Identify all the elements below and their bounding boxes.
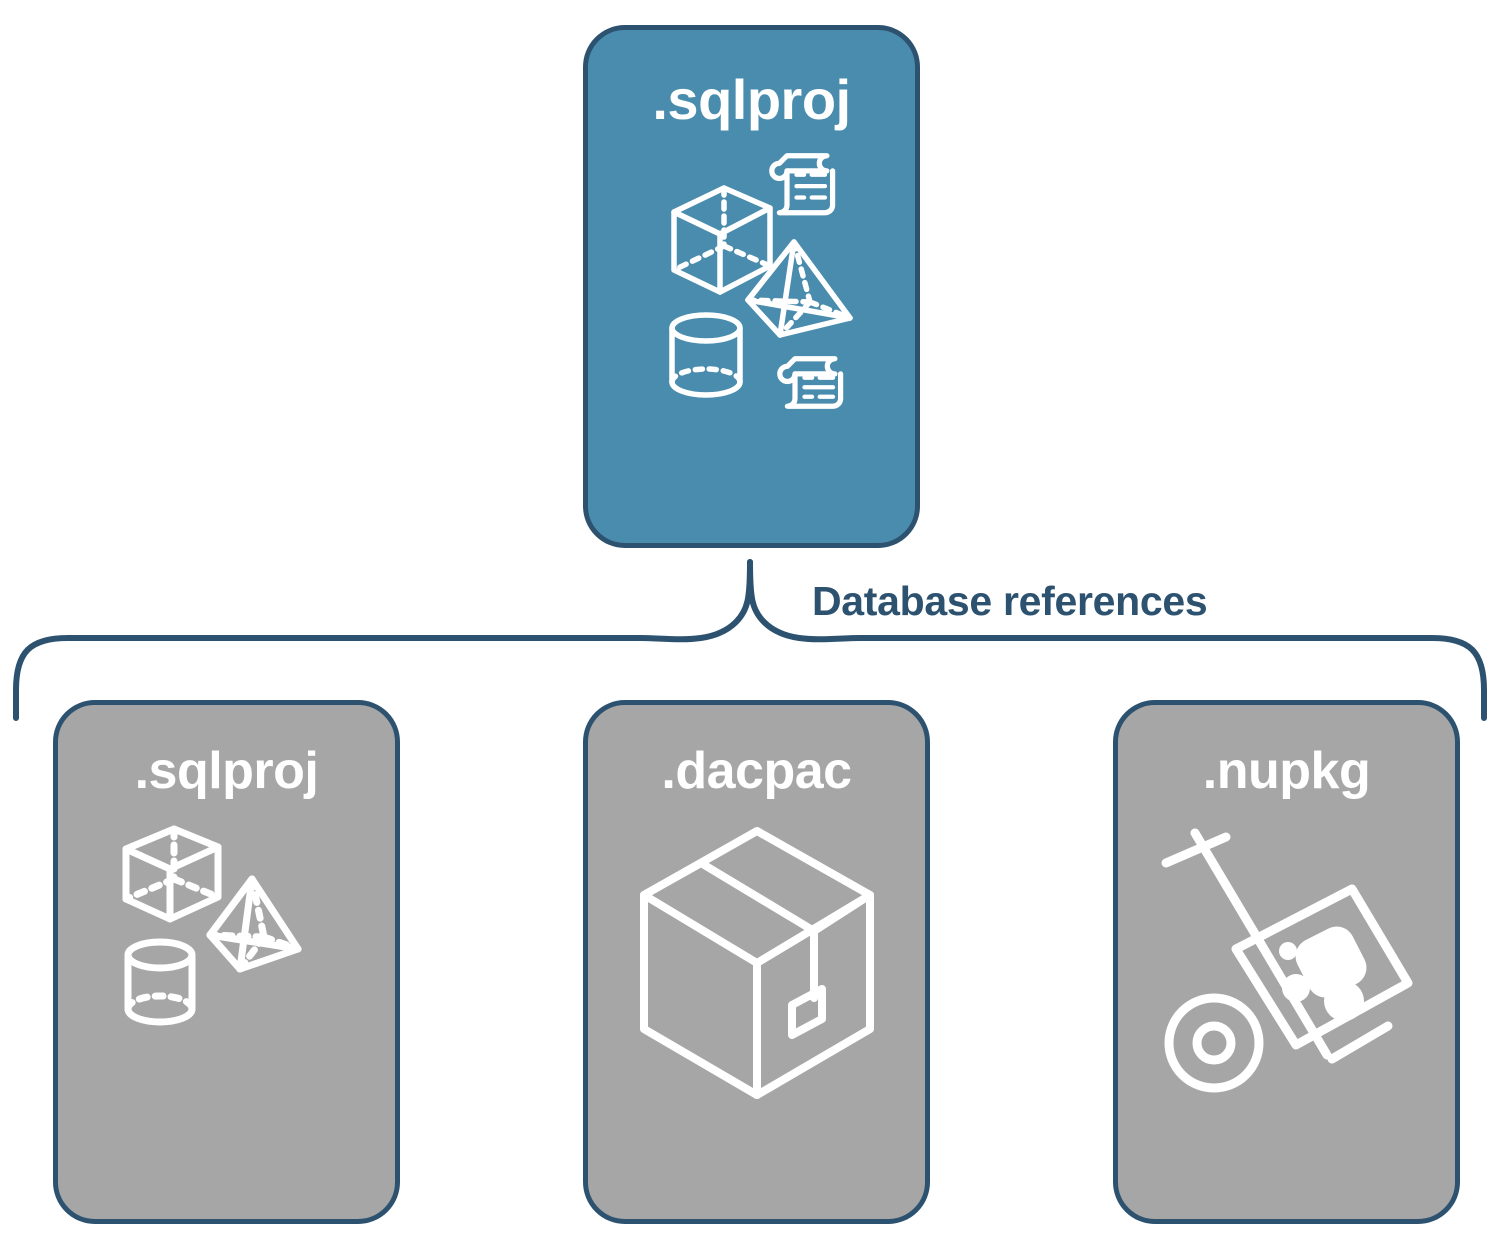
- pyramid-wireframe-icon: [744, 239, 853, 338]
- scroll-script-icon: [776, 356, 843, 409]
- reference-node-dacpac-card[interactable]: .dacpac: [583, 700, 930, 1224]
- package-box-icon: [639, 827, 874, 1099]
- cylinder-wireframe-icon: [124, 938, 195, 1026]
- scroll-script-icon: [768, 153, 835, 216]
- root-node-sqlproj-card[interactable]: .sqlproj: [583, 25, 920, 548]
- pyramid-wireframe-icon: [206, 875, 301, 973]
- reference-node-icon-group: [632, 823, 882, 1103]
- reference-node-sqlproj-card[interactable]: .sqlproj: [53, 700, 400, 1224]
- reference-node-label: .nupkg: [1202, 742, 1371, 800]
- root-node-icon-group: [652, 150, 853, 420]
- reference-node-label: .sqlproj: [134, 742, 319, 800]
- reference-node-nupkg-card[interactable]: .nupkg: [1113, 700, 1460, 1224]
- cube-wireframe-icon: [122, 825, 221, 923]
- hand-truck-package-icon: [1161, 828, 1412, 1093]
- connector-label: Database references: [812, 578, 1208, 624]
- cylinder-wireframe-icon: [668, 312, 743, 398]
- root-node-label: .sqlproj: [652, 68, 851, 131]
- reference-node-icon-group: [112, 823, 342, 1073]
- reference-node-label: .dacpac: [661, 742, 852, 800]
- cube-wireframe-icon: [670, 185, 773, 295]
- reference-node-icon-group: [1161, 823, 1412, 1103]
